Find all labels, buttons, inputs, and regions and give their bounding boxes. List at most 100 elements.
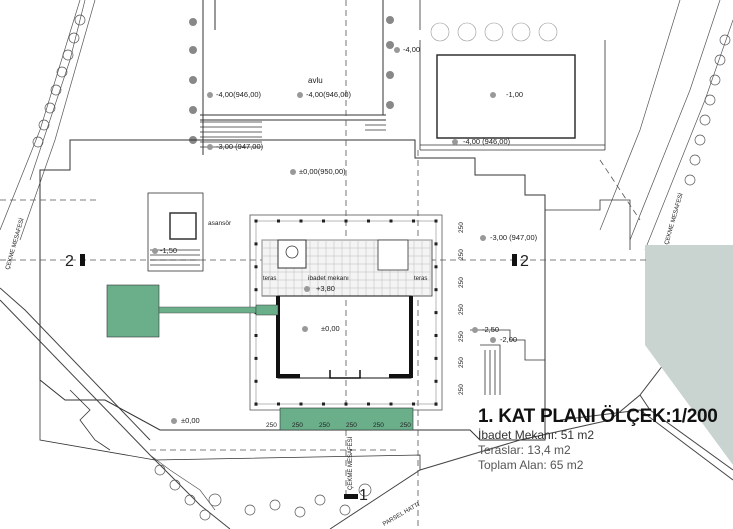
setback-right-label: ÇEKME MESAFESİ — [663, 192, 685, 246]
dimension-label: 250 — [458, 331, 465, 342]
ibadet-level: +3,80 — [316, 284, 335, 293]
green-strip-bottom — [279, 407, 414, 431]
elevator-stair — [147, 192, 204, 272]
right-box — [436, 54, 576, 139]
column-dot — [299, 402, 303, 406]
gray-area — [645, 245, 733, 465]
level-minus-200: -2,00 — [500, 335, 517, 344]
column-dot — [254, 288, 258, 292]
column-dot — [344, 219, 348, 223]
column-dot — [254, 356, 258, 360]
green-pool-left — [106, 284, 160, 338]
teras-right-label: teras — [414, 276, 427, 282]
right-tree-strip — [599, 0, 733, 251]
column-dot — [254, 265, 258, 269]
column-dot — [389, 402, 393, 406]
dimension-label: 250 — [458, 304, 465, 315]
level-symbols — [152, 47, 496, 424]
stat-toplam: Toplam Alan: 65 m2 — [478, 458, 584, 472]
dimension-label: 250 — [458, 357, 465, 368]
column-dot — [434, 379, 438, 383]
left-tree-strip — [0, 0, 96, 241]
column-dot — [434, 219, 438, 223]
right-box-level: -1,00 — [506, 90, 523, 99]
bottom-left-level: ±0,00 — [181, 416, 200, 425]
section-1-label: 1 — [359, 487, 368, 504]
column-dot — [277, 402, 280, 406]
dimension-label: 250 — [292, 422, 303, 429]
column-dot — [322, 219, 325, 223]
ibadet-mekani-label: ibadet mekanı — [308, 275, 349, 282]
center-level: ±0,00 — [321, 324, 340, 333]
column-dot — [277, 219, 280, 223]
column-dot — [434, 402, 438, 406]
plan-title: 1. KAT PLANI ÖLÇEK:1/200 — [478, 406, 718, 427]
column-dot — [389, 219, 393, 223]
column-dot — [322, 402, 325, 406]
stat-ibadet: İbadet Mekanı: 51 m2 — [478, 428, 595, 442]
parcel-line-label: PARSEL HATTI — [382, 502, 421, 528]
section-marker-bottom — [344, 494, 358, 499]
column-dot — [254, 379, 258, 383]
avlu-label: avlu — [308, 76, 323, 85]
section-marker-left — [80, 254, 85, 266]
setback-bottom-label: ÇEKME MESAFESİ — [347, 436, 354, 490]
left-court-level: -4,00(946,00) — [216, 90, 262, 99]
top-right-small-level: -4,00 — [403, 45, 420, 54]
dimension-label: 250 — [266, 422, 277, 429]
stat-teraslar: Teraslar: 13,4 m2 — [478, 443, 571, 457]
avlu-court — [200, 0, 386, 155]
dimension-label: 250 — [458, 249, 465, 260]
bottom-trees — [149, 454, 372, 521]
dimension-label: 250 — [319, 422, 330, 429]
mezzanine — [261, 239, 433, 297]
dimension-label: 250 — [346, 422, 357, 429]
green-channel — [158, 306, 257, 314]
setback-left-label: ÇEKME MESAFESİ — [4, 217, 26, 271]
column-dot — [412, 219, 415, 223]
level-minus-250: -2,50 — [482, 325, 499, 334]
main-platform — [39, 139, 546, 441]
right-box-below-level: -4,00 (946,00) — [463, 137, 511, 146]
column-dot — [434, 311, 438, 315]
teras-left-label: teras — [263, 276, 276, 282]
column-dot — [434, 288, 438, 292]
dimension-label: 250 — [458, 222, 465, 233]
stair-level-top: -3,00 (947,00) — [216, 142, 264, 151]
column-dot — [299, 219, 303, 223]
column-dot — [254, 242, 258, 246]
right-steps — [470, 199, 631, 395]
green-channel-end — [255, 304, 279, 316]
column-dot — [254, 334, 258, 337]
dimension-label: 250 — [458, 384, 465, 395]
lower-retaining — [39, 380, 421, 470]
column-dot — [344, 402, 348, 406]
column-dot — [367, 219, 370, 223]
column-dot — [434, 356, 438, 360]
column-dot — [434, 265, 438, 269]
stair-left-level: -1,50 — [160, 246, 177, 255]
section-2-right-label: 2 — [520, 253, 529, 270]
dimension-label: 250 — [373, 422, 384, 429]
dimension-label: 250 — [458, 277, 465, 288]
section-2-left-label: 2 — [65, 253, 74, 270]
title-block: 1. KAT PLANI ÖLÇEK:1/200 İbadet Mekanı: … — [478, 406, 718, 473]
left-wall-steps — [69, 389, 111, 451]
section-marker-right — [512, 254, 517, 266]
dimension-label: 250 — [400, 422, 411, 429]
column-dot — [412, 402, 415, 406]
avlu-level: -4,00(946,00) — [306, 90, 352, 99]
top-trees — [189, 16, 394, 144]
top-right-trees — [430, 22, 558, 42]
column-dot — [254, 402, 258, 406]
right-level: -3,00 (947,00) — [490, 233, 538, 242]
column-dot — [367, 402, 370, 406]
column-dot — [254, 219, 258, 223]
main-level: ±0,00(950,00) — [299, 167, 346, 176]
asansor-label: asansör — [208, 220, 232, 227]
column-dot — [434, 334, 438, 337]
right-box-surround — [419, 0, 606, 151]
prayer-hall — [276, 295, 413, 379]
column-dot — [434, 242, 438, 246]
